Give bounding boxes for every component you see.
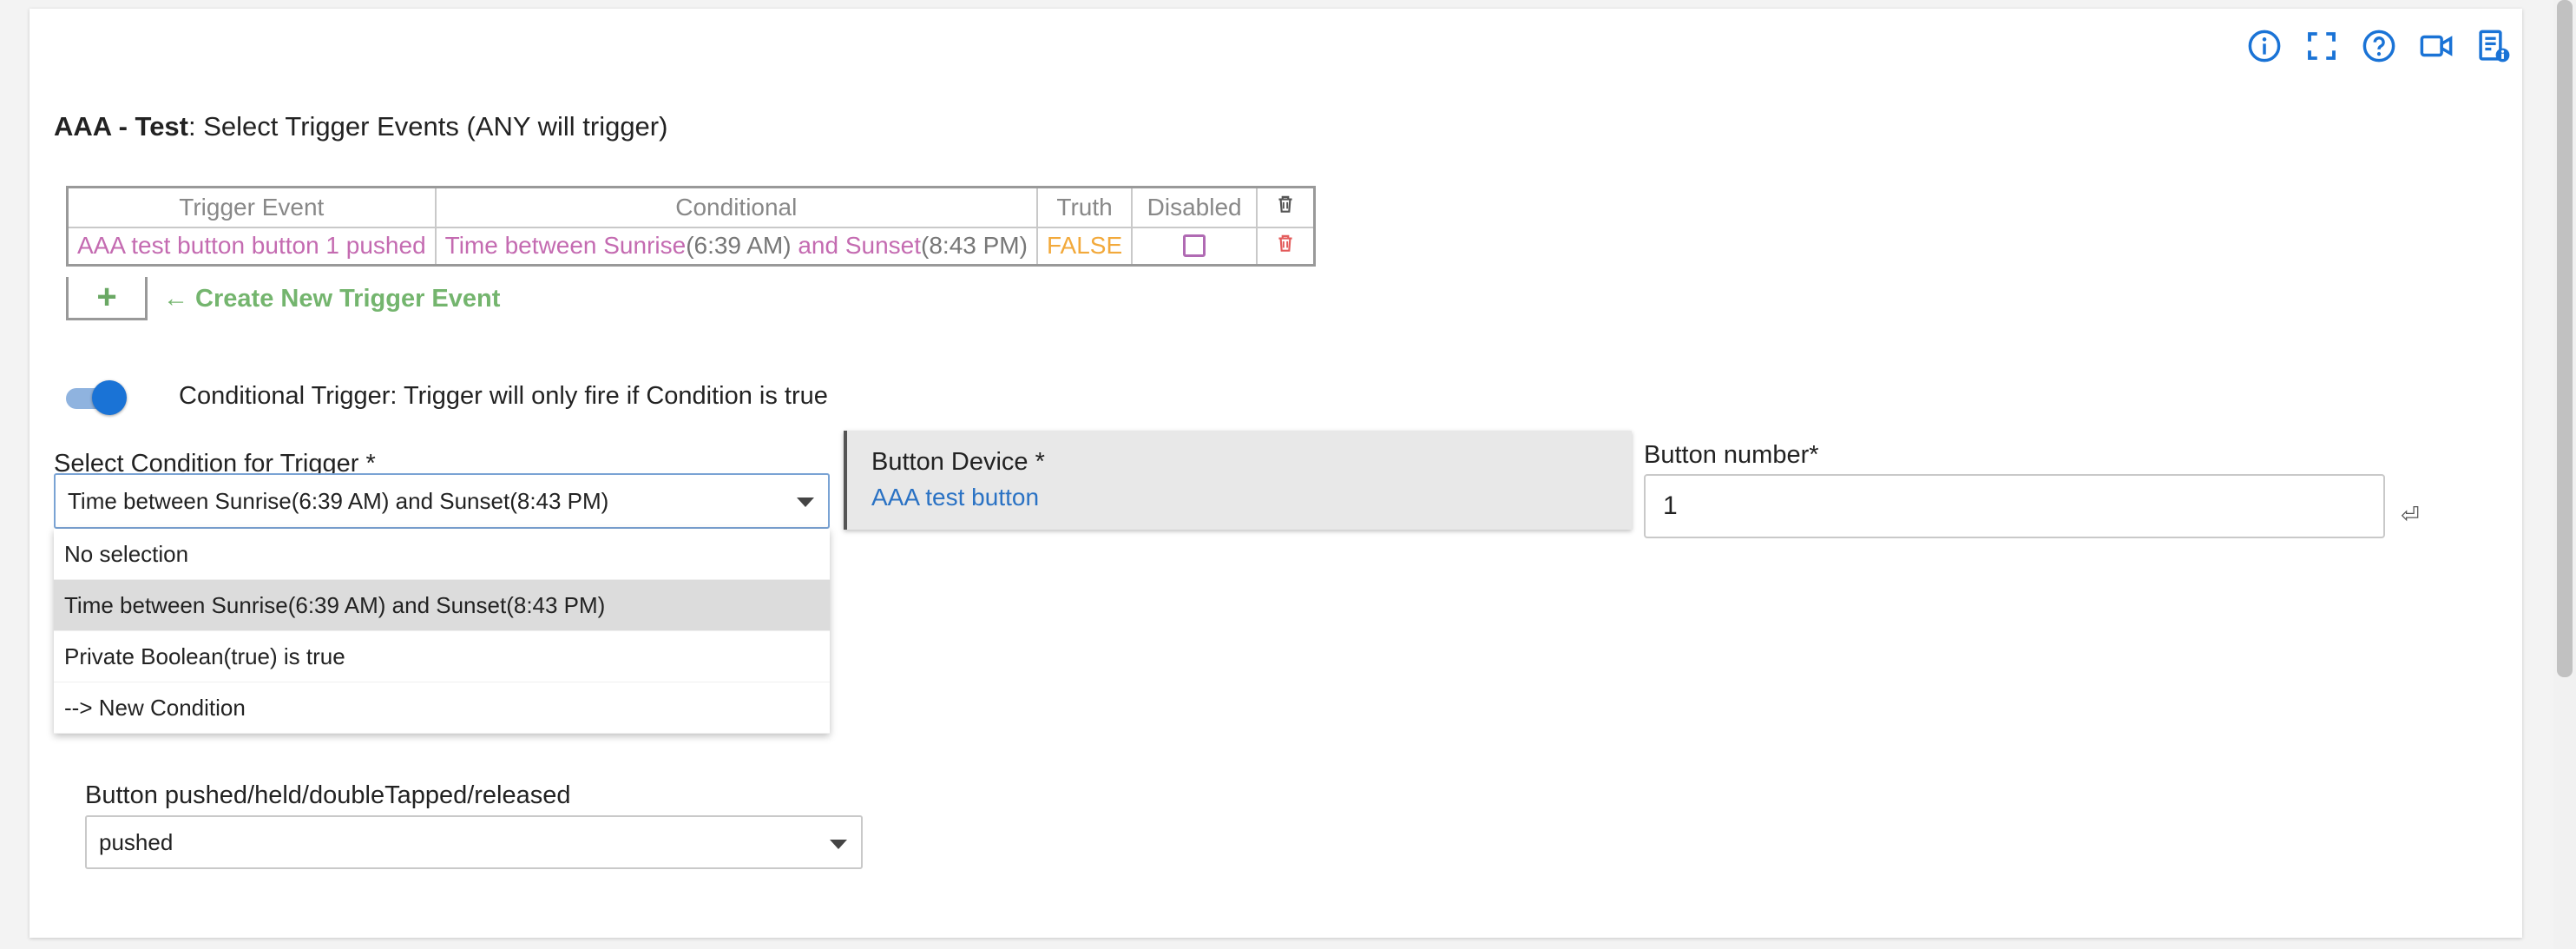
scrollbar-thumb[interactable] bbox=[2557, 0, 2573, 677]
dropdown-option[interactable]: Private Boolean(true) is true bbox=[54, 631, 830, 682]
header-trigger-event: Trigger Event bbox=[66, 186, 437, 228]
chevron-down-icon bbox=[830, 840, 847, 849]
cond-text-2: and Sunset bbox=[791, 232, 922, 260]
dropdown-option[interactable]: No selection bbox=[54, 529, 830, 580]
header-delete-icon bbox=[1256, 186, 1316, 228]
cond-time-1: (6:39 AM) bbox=[686, 232, 792, 260]
help-icon[interactable] bbox=[2359, 26, 2399, 66]
header-truth: Truth bbox=[1035, 186, 1134, 228]
conditional-trigger-label: Conditional Trigger: Trigger will only f… bbox=[179, 382, 828, 410]
logs-icon[interactable] bbox=[2474, 26, 2514, 66]
title-text: : Select Trigger Events (ANY will trigge… bbox=[188, 111, 668, 142]
page-title: AAA - Test: Select Trigger Events (ANY w… bbox=[54, 111, 667, 142]
info-icon[interactable] bbox=[2244, 26, 2284, 66]
button-number-value: 1 bbox=[1663, 491, 1678, 520]
toolbar bbox=[2244, 26, 2514, 66]
truth-value: FALSE bbox=[1035, 226, 1134, 267]
trash-icon bbox=[1278, 234, 1292, 252]
cond-time-2: (8:43 PM) bbox=[921, 232, 1028, 260]
button-device-value: AAA test button bbox=[871, 484, 1040, 511]
trigger-event-link[interactable]: AAA test button button 1 pushed bbox=[66, 226, 437, 267]
dropdown-option-selected[interactable]: Time between Sunrise(6:39 AM) and Sunset… bbox=[54, 580, 830, 631]
condition-select-label: Select Condition for Trigger * bbox=[54, 450, 376, 478]
button-number-label: Button number* bbox=[1644, 441, 1819, 469]
button-action-label: Button pushed/held/doubleTapped/released bbox=[85, 781, 571, 809]
dropdown-option[interactable]: --> New Condition bbox=[54, 682, 830, 734]
button-device-label: Button Device * bbox=[871, 448, 1045, 476]
button-action-select[interactable]: pushed bbox=[85, 815, 863, 869]
header-disabled: Disabled bbox=[1131, 186, 1258, 228]
button-number-input[interactable]: 1 bbox=[1644, 474, 2385, 538]
cond-text-1: Time between Sunrise bbox=[444, 232, 687, 260]
condition-select-value: Time between Sunrise(6:39 AM) and Sunset… bbox=[68, 487, 609, 514]
disabled-checkbox[interactable] bbox=[1183, 234, 1206, 258]
button-action-value: pushed bbox=[99, 828, 174, 855]
header-conditional: Conditional bbox=[434, 186, 1038, 228]
condition-dropdown: No selection Time between Sunrise(6:39 A… bbox=[54, 529, 830, 734]
button-device-selector[interactable]: Button Device * AAA test button bbox=[844, 431, 1632, 530]
chevron-down-icon bbox=[797, 498, 814, 507]
enter-icon: ⏎ bbox=[2401, 502, 2420, 528]
create-trigger-row: + ← Create New Trigger Event bbox=[66, 277, 500, 320]
table-row: AAA test button button 1 pushed Time bet… bbox=[66, 226, 1316, 267]
conditional-cell[interactable]: Time between Sunrise(6:39 AM) and Sunset… bbox=[434, 226, 1038, 267]
create-trigger-link[interactable]: ← Create New Trigger Event bbox=[163, 284, 501, 313]
app-name: AAA - Test bbox=[54, 111, 188, 142]
trigger-table: Trigger Event Conditional Truth Disabled… bbox=[66, 186, 1316, 267]
add-trigger-button[interactable]: + bbox=[66, 277, 148, 320]
delete-row-button[interactable] bbox=[1256, 226, 1316, 267]
toggle-knob bbox=[92, 380, 127, 415]
disabled-checkbox-cell[interactable] bbox=[1131, 226, 1258, 267]
condition-select[interactable]: Time between Sunrise(6:39 AM) and Sunset… bbox=[54, 473, 830, 529]
page-scrollbar[interactable] bbox=[2553, 0, 2576, 949]
table-header-row: Trigger Event Conditional Truth Disabled bbox=[66, 186, 1316, 228]
conditional-trigger-toggle[interactable] bbox=[66, 380, 127, 415]
fullscreen-icon[interactable] bbox=[2302, 26, 2342, 66]
video-icon[interactable] bbox=[2416, 26, 2456, 66]
